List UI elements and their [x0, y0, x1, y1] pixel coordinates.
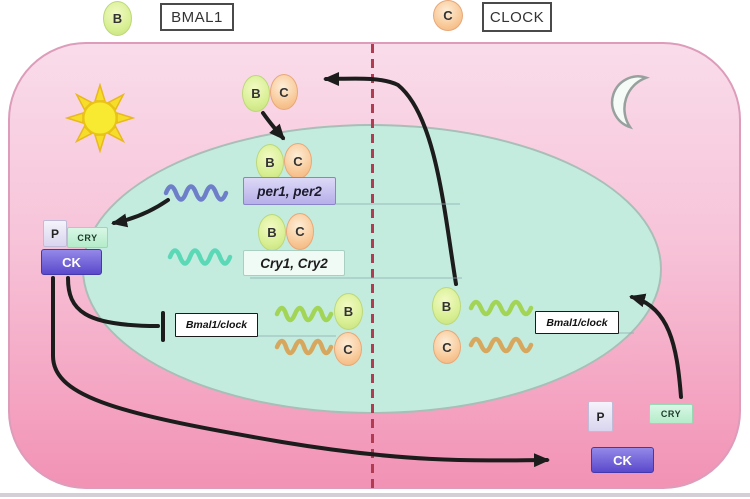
cry-gene-label: Cry1, Cry2	[243, 250, 345, 276]
bmal1-protein-per: B	[256, 144, 284, 181]
cry-protein-tag-day: CRY	[67, 227, 108, 248]
legend-clock-protein: C	[433, 0, 463, 31]
bmal1-protein-cry: B	[258, 214, 286, 251]
legend-bmal1-letter: B	[112, 11, 123, 26]
legend-bmal1-protein: B	[103, 1, 132, 36]
per-gene-label: per1, per2	[243, 177, 336, 205]
clock-protein-day: C	[334, 332, 362, 366]
legend-clock-label: CLOCK	[482, 2, 552, 32]
protein-letter: C	[343, 341, 353, 357]
ck-kinase-tag-night: CK	[591, 447, 654, 473]
protein-letter: C	[295, 224, 305, 239]
phosphate-tag-day: P	[43, 220, 67, 247]
protein-letter: C	[279, 84, 289, 100]
legend-bmal1-label: BMAL1	[160, 3, 234, 31]
phosphate-tag-night: P	[588, 401, 613, 432]
cry-protein-tag-night: CRY	[649, 404, 693, 424]
bmal1-protein-night: B	[432, 287, 461, 325]
clock-protein-night: C	[433, 330, 461, 364]
clock-protein-cry: C	[286, 213, 314, 250]
protein-letter: B	[441, 298, 452, 314]
clock-protein-per: C	[284, 143, 312, 179]
bmal-clock-gene-label-night: Bmal1/clock	[535, 311, 619, 334]
protein-letter: C	[442, 339, 452, 355]
ck-kinase-tag-day: CK	[41, 249, 102, 275]
protein-letter: B	[267, 225, 277, 240]
protein-letter: B	[251, 86, 261, 101]
protein-letter: B	[265, 155, 275, 170]
legend-clock-letter: C	[443, 8, 453, 23]
bmal1-protein-top: B	[242, 75, 270, 112]
clock-protein-top: C	[270, 74, 298, 110]
bmal-clock-gene-label-day: Bmal1/clock	[175, 313, 258, 337]
bmal1-protein-day: B	[334, 293, 363, 330]
bottom-border-line	[0, 493, 750, 497]
protein-letter: B	[343, 304, 354, 319]
day-night-divider	[371, 44, 374, 490]
protein-letter: C	[293, 153, 303, 169]
